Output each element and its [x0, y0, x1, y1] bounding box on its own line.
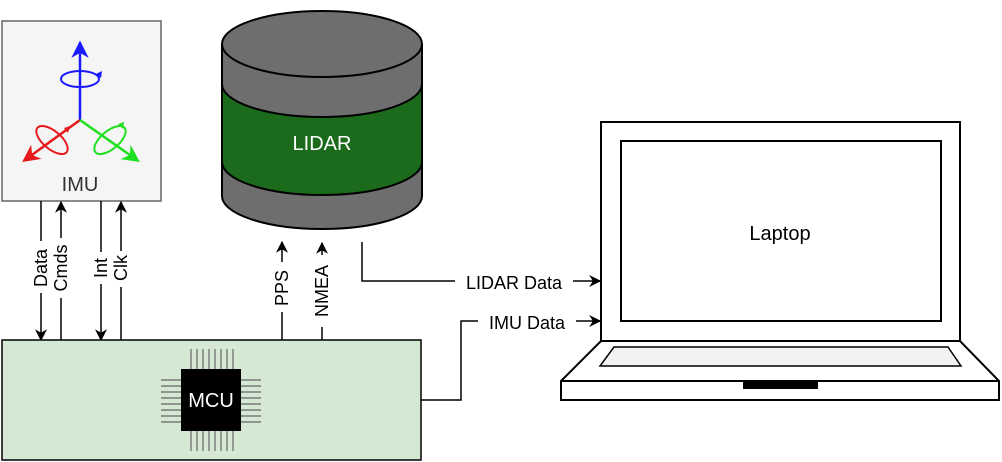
pps-signal-label: PPS [272, 270, 292, 306]
mcu-node: MCU [1, 339, 422, 461]
cmds-signal-label: Cmds [51, 244, 71, 291]
imu-node: IMU [1, 20, 162, 202]
lidar-label: LIDAR [293, 133, 352, 155]
nmea-signal-label: NMEA [312, 265, 332, 317]
lidar-node: LIDAR [221, 10, 423, 230]
lidar-mcu-signals: PPS NMEA [271, 240, 333, 340]
laptop-keyboard [598, 346, 963, 367]
laptop-label: Laptop [749, 223, 810, 245]
lidar-data-connection: LIDAR Data [361, 242, 602, 294]
data-signal-label: Data [31, 248, 51, 287]
laptop-touchpad [743, 381, 818, 389]
imu-data-label: IMU Data [489, 313, 566, 333]
lidar-data-label: LIDAR Data [466, 273, 563, 293]
imu-data-connection: IMU Data [421, 310, 602, 401]
mcu-label: MCU [188, 390, 234, 412]
laptop-screen [620, 140, 942, 322]
chip-icon [161, 349, 261, 451]
laptop-icon [560, 121, 1000, 401]
imu-label: IMU [62, 174, 99, 196]
imu-mcu-signals: Data Cmds Int Clk [30, 200, 132, 342]
three-axis-gyro-icon [22, 40, 140, 163]
int-signal-label: Int [91, 258, 111, 278]
clk-signal-label: Clk [111, 254, 131, 281]
